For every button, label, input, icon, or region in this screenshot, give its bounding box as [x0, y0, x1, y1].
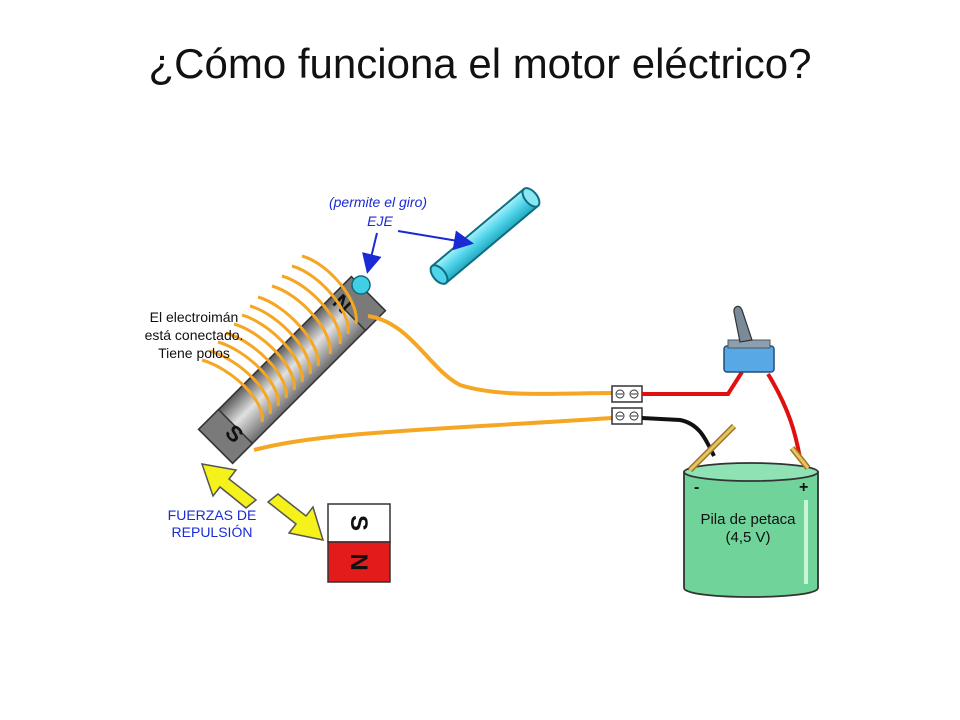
permanent-magnet-bottom-pole: N: [345, 553, 372, 570]
forces-label-line1: FUERZAS DE: [168, 507, 257, 523]
pivot-dot: [351, 275, 371, 295]
battery: [683, 423, 819, 598]
electromagnet-caption-line2: está conectado.: [145, 327, 244, 343]
pivot-pointer-arrow: [362, 232, 382, 274]
force-arrow-down: [266, 493, 325, 541]
battery-label-line1: Pila de petaca: [700, 511, 796, 528]
battery-label-line2: (4,5 V): [725, 529, 770, 546]
electromagnet-caption-line3: Tiene polos: [158, 345, 230, 361]
battery-minus-sign: -: [694, 479, 699, 496]
coil-wire-top: [367, 314, 613, 396]
axis-cylinder: [429, 187, 541, 285]
forces-label-line2: REPULSIÓN: [172, 524, 253, 540]
permanent-magnet: [327, 503, 391, 583]
black-wire-to-battery: [641, 416, 716, 457]
axis-note: (permite el giro): [329, 194, 427, 210]
coil-wire-bottom: [253, 416, 613, 452]
axis-name: EJE: [367, 213, 393, 229]
permanent-magnet-top-pole: S: [345, 515, 372, 531]
terminal-block: [611, 385, 643, 425]
battery-plus-sign: +: [799, 479, 808, 496]
toggle-switch: [723, 305, 775, 373]
axis-pointer-arrow: [397, 230, 474, 251]
electromagnet-caption-line1: El electroimán: [150, 309, 239, 325]
coil-windings: [201, 254, 358, 423]
force-arrow-up: [200, 463, 258, 509]
red-wire-to-switch: [642, 370, 744, 396]
slide-title: ¿Cómo funciona el motor eléctrico?: [148, 40, 812, 87]
red-wire-to-battery: [766, 372, 802, 459]
